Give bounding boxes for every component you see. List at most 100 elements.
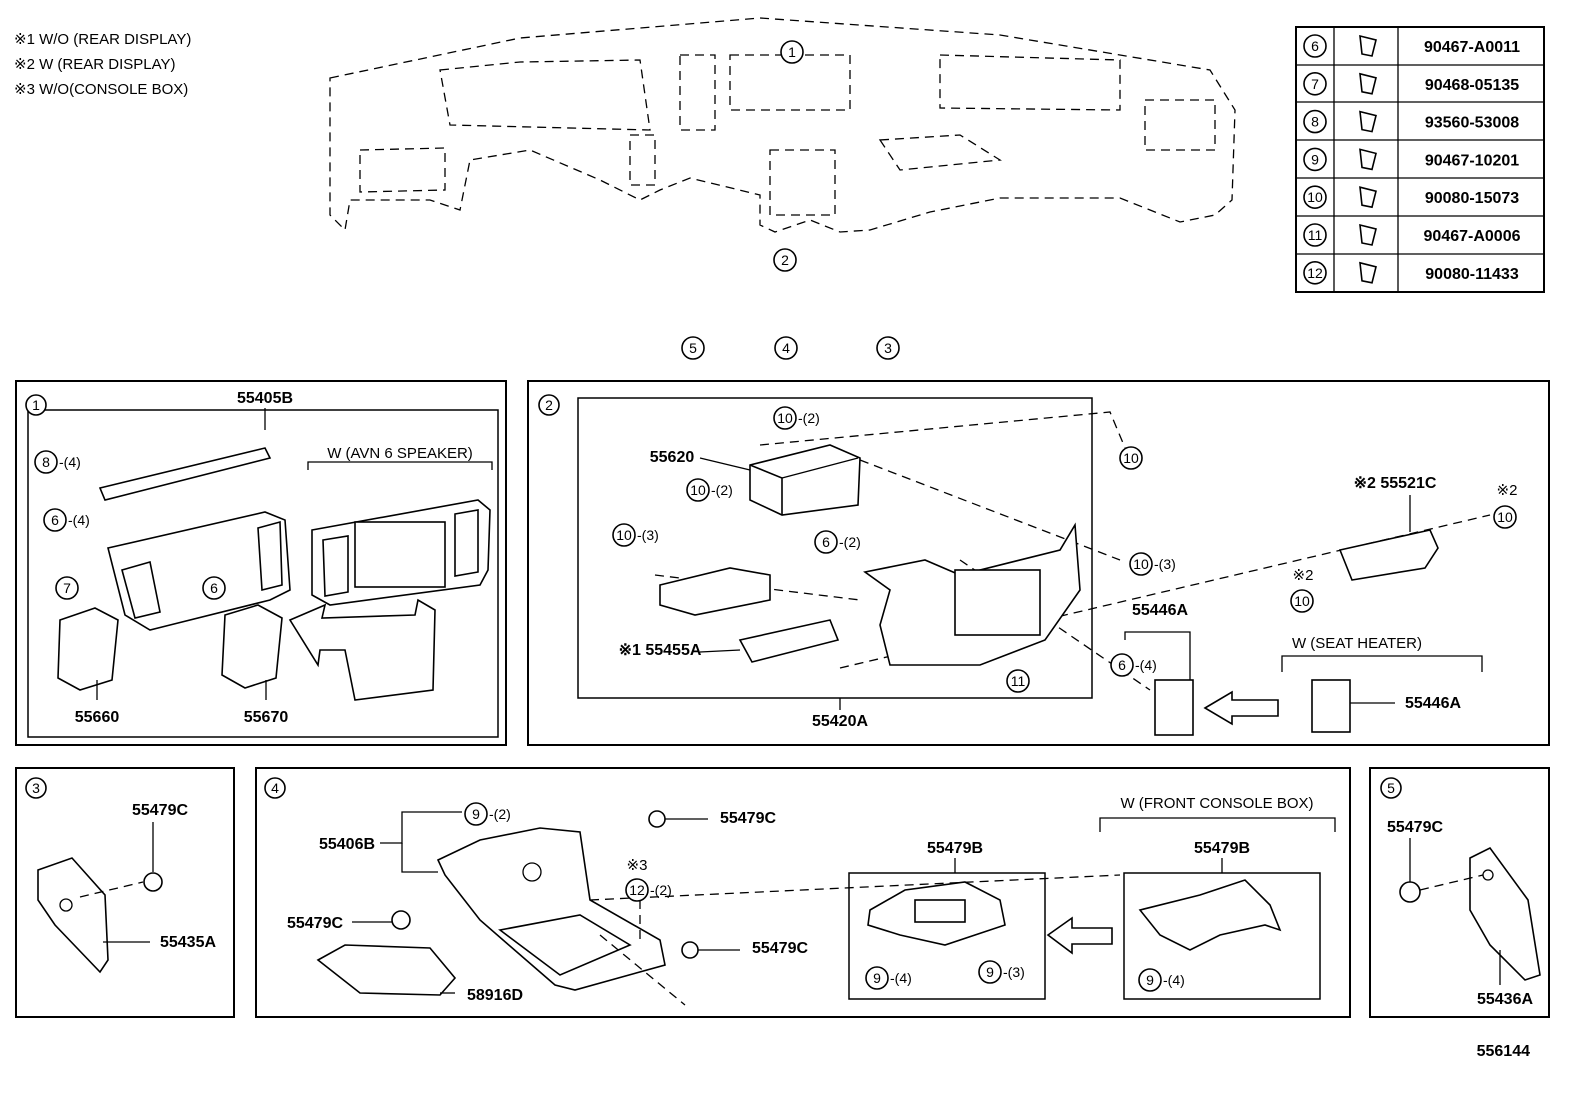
panel-2: 2 55420A 55620 ※1 55455A 55446A W (SEAT … <box>527 380 1550 746</box>
part-label-55420a[interactable]: 55420A <box>812 713 868 730</box>
variant-label-seat-heater: W (SEAT HEATER) <box>1292 635 1422 652</box>
ref-callout[interactable]: 9-(4) <box>1138 968 1185 992</box>
figure-id: 556144 <box>1477 1043 1530 1060</box>
part-label-55446a-2[interactable]: 55446A <box>1405 695 1461 712</box>
note-2: ※2 W (REAR DISPLAY) <box>14 56 175 73</box>
part-label-55670[interactable]: 55670 <box>244 709 289 726</box>
ref-quantity: -(4) <box>68 512 90 528</box>
svg-text:1: 1 <box>32 397 40 413</box>
ref-number: 10 <box>616 527 632 543</box>
svg-text:3: 3 <box>32 780 40 796</box>
fastener-ref: 11 <box>1308 227 1323 243</box>
part-label-55479b-1[interactable]: 55479B <box>927 840 983 857</box>
ref-callout[interactable]: 9-(2) <box>464 802 511 826</box>
ref-callout[interactable]: 10 <box>1290 589 1314 613</box>
part-label-55436a[interactable]: 55436A <box>1477 991 1533 1008</box>
overview-callout-4[interactable]: 4 <box>774 336 798 360</box>
ref-callout[interactable]: 6-(4) <box>1110 653 1157 677</box>
ref-callout[interactable]: 11 <box>1006 669 1030 693</box>
part-label-55660[interactable]: 55660 <box>75 709 120 726</box>
ref-number: 8 <box>42 454 50 470</box>
ref-callout[interactable]: 10 <box>1493 505 1517 529</box>
dashboard-overview <box>329 17 1236 233</box>
svg-text:5: 5 <box>689 340 697 356</box>
ref-callout[interactable]: 6-(2) <box>814 530 861 554</box>
ref-quantity: -(4) <box>59 454 81 470</box>
panel-2-id-callout[interactable]: 2 <box>538 394 560 416</box>
part-label-55455a[interactable]: ※1 55455A <box>619 642 702 659</box>
ref-number: 11 <box>1011 673 1026 689</box>
ref-callout[interactable]: 9-(3) <box>978 960 1025 984</box>
panel-1-id-callout[interactable]: 1 <box>25 394 47 416</box>
part-label-55406b[interactable]: 55406B <box>319 836 375 853</box>
ref-quantity: -(4) <box>890 970 912 986</box>
ref-number: 10 <box>1497 509 1513 525</box>
overview-callout-5[interactable]: 5 <box>681 336 705 360</box>
ref-number: 12 <box>629 882 645 898</box>
ref-number: 10 <box>777 410 793 426</box>
ref-quantity: -(3) <box>1154 556 1176 572</box>
fastener-part-number: 93560-53008 <box>1425 115 1519 132</box>
part-label-55620[interactable]: 55620 <box>650 449 695 466</box>
note-3: ※3 W/O(CONSOLE BOX) <box>14 81 188 98</box>
ref-number: 10 <box>690 482 706 498</box>
part-label-55479c-b[interactable]: 55479C <box>720 810 776 827</box>
fastener-icon <box>1359 223 1377 246</box>
mark-rear-display-2: ※2 <box>1293 567 1314 584</box>
ref-callout[interactable]: 10-(3) <box>612 523 659 547</box>
svg-text:4: 4 <box>782 340 790 356</box>
notes: ※1 W/O (REAR DISPLAY) ※2 W (REAR DISPLAY… <box>14 31 191 98</box>
note-1: ※1 W/O (REAR DISPLAY) <box>14 31 191 48</box>
part-label-55405b[interactable]: 55405B <box>237 390 293 407</box>
ref-quantity: -(2) <box>798 410 820 426</box>
part-label-55479c-p3[interactable]: 55479C <box>132 802 188 819</box>
fastener-icon <box>1359 110 1377 133</box>
ref-number: 9 <box>1146 972 1154 988</box>
part-label-55479c-p5[interactable]: 55479C <box>1387 819 1443 836</box>
part-label-55479c-c[interactable]: 55479C <box>752 940 808 957</box>
part-label-55521c[interactable]: ※2 55521C <box>1354 475 1437 492</box>
mark-console-box: ※3 <box>627 857 648 874</box>
svg-text:3: 3 <box>884 340 892 356</box>
part-label-55435a[interactable]: 55435A <box>160 934 216 951</box>
part-label-55446a-1[interactable]: 55446A <box>1132 602 1188 619</box>
panel-3-id-callout[interactable]: 3 <box>25 777 47 799</box>
panel-5-id-callout[interactable]: 5 <box>1380 777 1402 799</box>
fastener-part-number: 90467-A0011 <box>1424 39 1520 56</box>
ref-number: 10 <box>1133 556 1149 572</box>
fastener-part-number: 90467-10201 <box>1425 152 1519 169</box>
part-label-58916d[interactable]: 58916D <box>467 987 523 1004</box>
fastener-ref: 10 <box>1307 189 1323 205</box>
panel-3: 3 55479C 55435A <box>15 767 235 1018</box>
ref-callout[interactable]: 10 -(3) <box>1129 552 1176 576</box>
ref-callout[interactable]: 6-(4) <box>43 508 90 532</box>
fastener-icon <box>1359 72 1377 95</box>
panel-4-id-callout[interactable]: 4 <box>264 777 286 799</box>
overview-callout-2[interactable]: 2 <box>773 248 797 272</box>
ref-callout[interactable]: 8 -(4) <box>34 450 81 474</box>
ref-callout[interactable]: 7 <box>55 576 79 600</box>
overview-callout-1[interactable]: 1 <box>780 40 804 64</box>
ref-callout[interactable]: 10 -(2) <box>773 406 820 430</box>
ref-number: 9 <box>472 806 480 822</box>
overview-callout-3[interactable]: 3 <box>876 336 900 360</box>
overview-callout-row: 5 4 3 <box>681 336 900 360</box>
part-label-55479c-a[interactable]: 55479C <box>287 915 343 932</box>
ref-callout[interactable]: 12-(2) <box>625 878 672 902</box>
ref-callout[interactable]: 6 <box>202 576 226 600</box>
ref-callout[interactable]: 9-(4) <box>865 966 912 990</box>
ref-number: 6 <box>210 580 218 596</box>
ref-callout[interactable]: 10 <box>1119 446 1143 470</box>
mark-rear-display-1: ※2 <box>1497 482 1518 499</box>
part-label-55479b-2[interactable]: 55479B <box>1194 840 1250 857</box>
ref-quantity: -(4) <box>1135 657 1157 673</box>
ref-callout[interactable]: 10-(2) <box>686 478 733 502</box>
